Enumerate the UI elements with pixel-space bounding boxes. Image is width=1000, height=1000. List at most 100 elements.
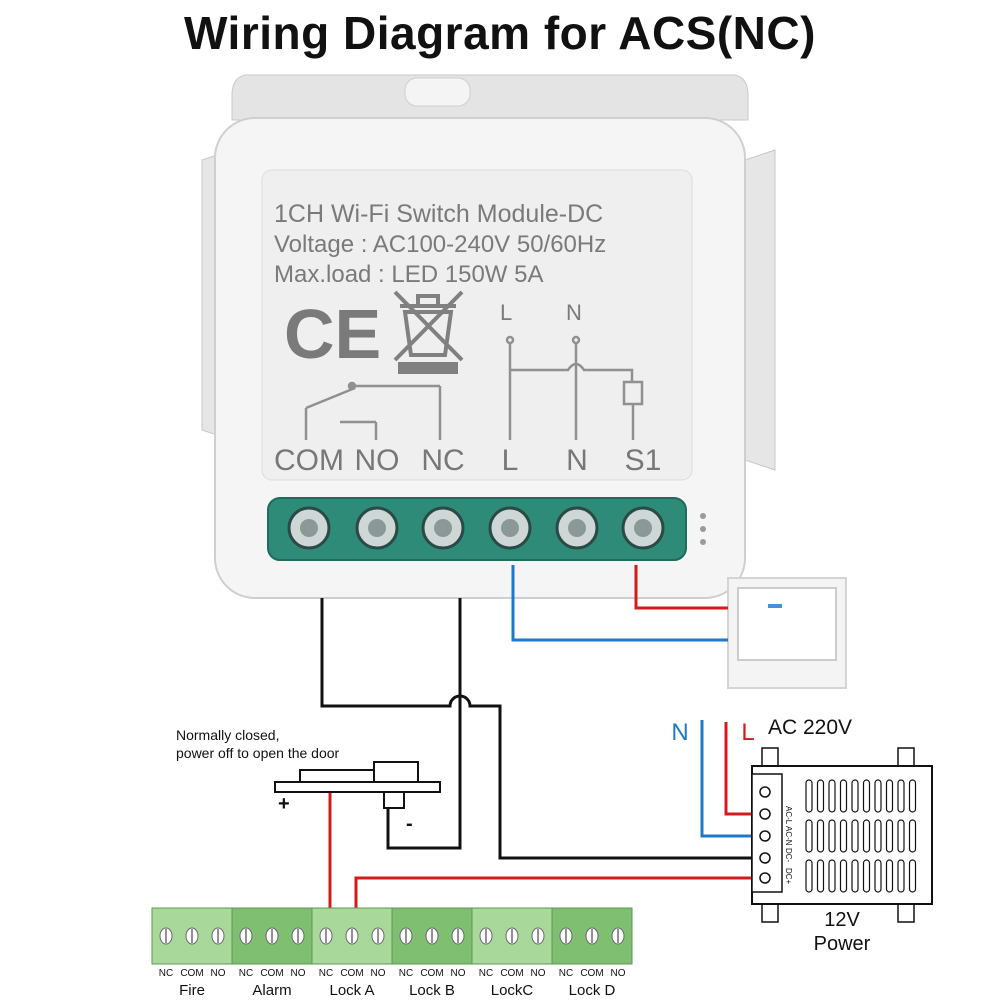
controller-terminal-label: NO (291, 968, 306, 979)
psu-label-dc-minus: DC- (784, 848, 793, 863)
diagram-title: Wiring Diagram for ACS(NC) (184, 7, 816, 59)
controller-block-name: Lock A (329, 982, 374, 999)
controller-terminal-label: COM (340, 968, 363, 979)
weee-bin-icon (393, 290, 464, 374)
controller-block-name: Lock B (409, 982, 455, 999)
controller-terminal-label: NO (451, 968, 466, 979)
module-top-notch (404, 77, 471, 107)
controller-terminal-label: COM (420, 968, 443, 979)
wire-ac-n (700, 720, 760, 838)
wall-switch (727, 577, 847, 689)
controller-terminal-label: NO (611, 968, 626, 979)
wire-ac-l (724, 722, 760, 816)
module-voltage: Voltage : AC100-240V 50/60Hz (274, 231, 606, 258)
wire-nc-to-lock-minus (386, 598, 462, 850)
controller-terminal-label: NC (239, 968, 253, 979)
controller-block-name: Fire (179, 982, 205, 999)
psu-vent-slot (805, 779, 813, 813)
psu-vent-slot (839, 779, 848, 813)
psu-vent-slot (897, 859, 905, 893)
controller-terminal-label: NO (371, 968, 386, 979)
psu-vent-slot (828, 859, 836, 893)
wifi-switch-module: 1CH Wi-Fi Switch Module-DC Voltage : AC1… (201, 74, 776, 599)
psu-vent-slot (862, 819, 871, 853)
controller-terminal-label: NO (531, 968, 546, 979)
controller-block-name: LockC (491, 982, 534, 999)
terminal-label-s1: S1 (625, 444, 662, 477)
psu-vent-slot (851, 819, 859, 853)
terminal-label-l: L (502, 444, 519, 477)
controller-terminal-label: NO (211, 968, 226, 979)
psu-vent-slot (839, 819, 848, 853)
controller-terminal-label: NC (479, 968, 493, 979)
controller-terminal-label: COM (180, 968, 203, 979)
psu-vent-slot (816, 819, 825, 853)
controller-terminal-label: NC (159, 968, 173, 979)
schematic-label-n: N (566, 300, 582, 325)
psu-vent-slot (908, 779, 917, 813)
switch-indicator (768, 604, 782, 608)
psu-vent-slot (874, 859, 882, 893)
psu-vent-slot (851, 859, 859, 893)
wire-l-to-switch (511, 565, 728, 642)
psu-vent-slots (805, 779, 917, 893)
module-title: 1CH Wi-Fi Switch Module-DC (274, 200, 603, 228)
psu-vent-slot (805, 819, 813, 853)
lock-plus-sign: + (278, 793, 290, 815)
psu-vent-slot (805, 859, 813, 893)
psu-vent-slot (874, 819, 882, 853)
psu-vent-slot (862, 779, 871, 813)
label-area (261, 169, 693, 481)
psu-label-dc-plus: DC+ (784, 868, 793, 885)
psu-caption-voltage: 12V (824, 909, 860, 931)
controller-terminal-label: COM (580, 968, 603, 979)
lock-minus-sign: - (406, 813, 413, 835)
terminal-label-com: COM (274, 444, 344, 477)
lock-note-line2: power off to open the door (176, 745, 340, 761)
module-max-load: Max.load : LED 150W 5A (274, 261, 543, 288)
power-supply-unit: AC-L AC-N DC- DC+ (751, 747, 933, 923)
psu-vent-slot (874, 779, 882, 813)
ac-input-l-label: L (741, 719, 754, 746)
wire-s1-to-switch (634, 565, 728, 610)
ce-mark: CE (284, 295, 381, 373)
controller-terminal-label: NC (559, 968, 573, 979)
controller-terminal-label: NC (319, 968, 333, 979)
controller-block-name: Alarm (252, 982, 291, 999)
terminal-label-nc: NC (421, 444, 464, 477)
psu-vent-slot (828, 779, 836, 813)
ac-input-n-label: N (671, 719, 688, 746)
ac-input-label: AC 220V (768, 716, 852, 739)
terminal-label-n: N (566, 444, 588, 477)
controller-terminal-label: NC (399, 968, 413, 979)
psu-vent-slot (897, 779, 905, 813)
psu-label-ac-l: AC-L (784, 806, 793, 825)
psu-vent-slot (908, 819, 917, 853)
psu-vent-slot (897, 819, 905, 853)
schematic-label-l: L (500, 300, 512, 325)
psu-vent-slot (839, 859, 848, 893)
psu-vent-slot (816, 779, 825, 813)
controller-terminal-label: COM (500, 968, 523, 979)
wires (320, 565, 765, 932)
terminal-label-no: NO (355, 444, 400, 477)
psu-vent-slot (828, 819, 836, 853)
psu-vent-slot (885, 819, 894, 853)
controller-block-name: Lock D (569, 982, 616, 999)
psu-label-ac-n: AC-N (784, 826, 793, 846)
psu-vent-slot (885, 859, 894, 893)
module-screws (287, 506, 665, 550)
controller-terminal-label: COM (260, 968, 283, 979)
vent-holes (700, 513, 706, 545)
psu-vent-slot (885, 779, 894, 813)
psu-vent-slot (851, 779, 859, 813)
psu-vent-slot (862, 859, 871, 893)
psu-vent-slot (816, 859, 825, 893)
right-clip (744, 149, 776, 471)
lock-note-line1: Normally closed, (176, 727, 279, 743)
relay-schematic (304, 335, 644, 440)
psu-screw-terminals (759, 786, 771, 884)
psu-caption-power: Power (814, 933, 871, 955)
